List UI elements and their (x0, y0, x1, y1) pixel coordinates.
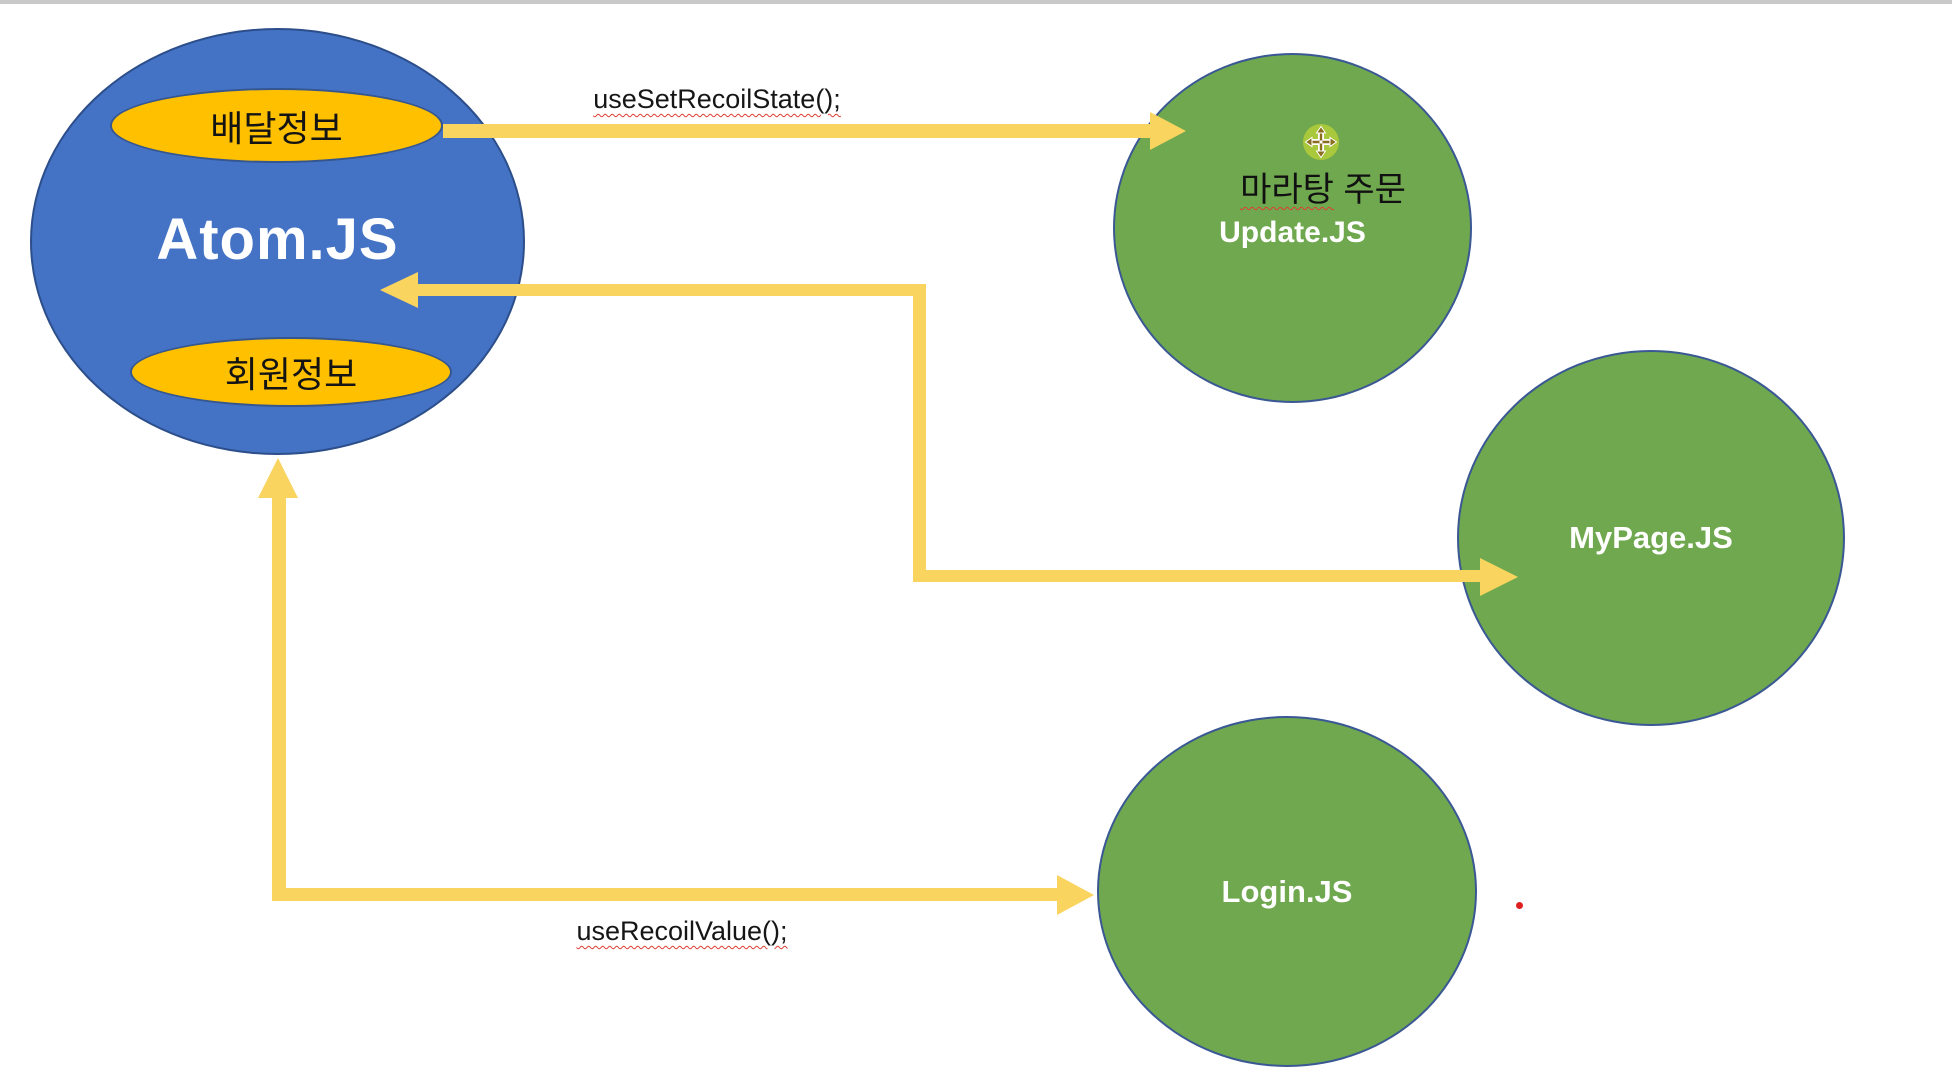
login-js-title: Login.JS (1221, 873, 1353, 909)
member-info-label: 회원정보 (224, 354, 358, 395)
arrow-to-atom-head-icon (380, 272, 418, 308)
update-js-title: Update.JS (1219, 216, 1366, 249)
elbow-connector-top-segment[interactable] (417, 284, 926, 296)
use-set-recoil-state-label: useSetRecoilState(); (593, 84, 841, 114)
elbow-connector-bottom-segment[interactable] (913, 570, 1480, 582)
mypage-js-circle[interactable]: MyPage.JS (1457, 350, 1845, 726)
update-note-underlined: 마라탕 (1240, 171, 1334, 209)
move-cursor-icon[interactable] (1302, 123, 1340, 161)
login-connector-horizontal-segment[interactable] (272, 888, 1058, 901)
arrow-up-to-atom-head-icon (258, 458, 298, 498)
arrow-set-state-head-icon (1150, 112, 1186, 150)
member-info-ellipse[interactable]: 회원정보 (130, 337, 452, 407)
red-dot-mark (1516, 902, 1523, 909)
use-recoil-value-label: useRecoilValue(); (576, 916, 788, 946)
login-connector-vertical-segment[interactable] (272, 494, 286, 894)
top-border-bar (0, 0, 1952, 4)
mypage-js-title: MyPage.JS (1569, 520, 1733, 555)
arrow-to-mypage-head-icon (1480, 558, 1518, 596)
arrow-set-state-shaft[interactable] (443, 124, 1150, 138)
login-js-circle[interactable]: Login.JS (1097, 716, 1477, 1067)
update-js-circle[interactable] (1113, 53, 1472, 403)
atom-js-title: Atom.JS (156, 207, 399, 272)
update-note-text: 마라탕 주문 (1163, 162, 1483, 211)
update-note-rest: 주문 (1333, 171, 1406, 209)
delivery-info-label: 배달정보 (210, 107, 343, 149)
elbow-connector-vertical-segment[interactable] (913, 284, 926, 582)
arrow-to-login-head-icon (1057, 875, 1094, 915)
delivery-info-ellipse[interactable]: 배달정보 (110, 88, 443, 163)
